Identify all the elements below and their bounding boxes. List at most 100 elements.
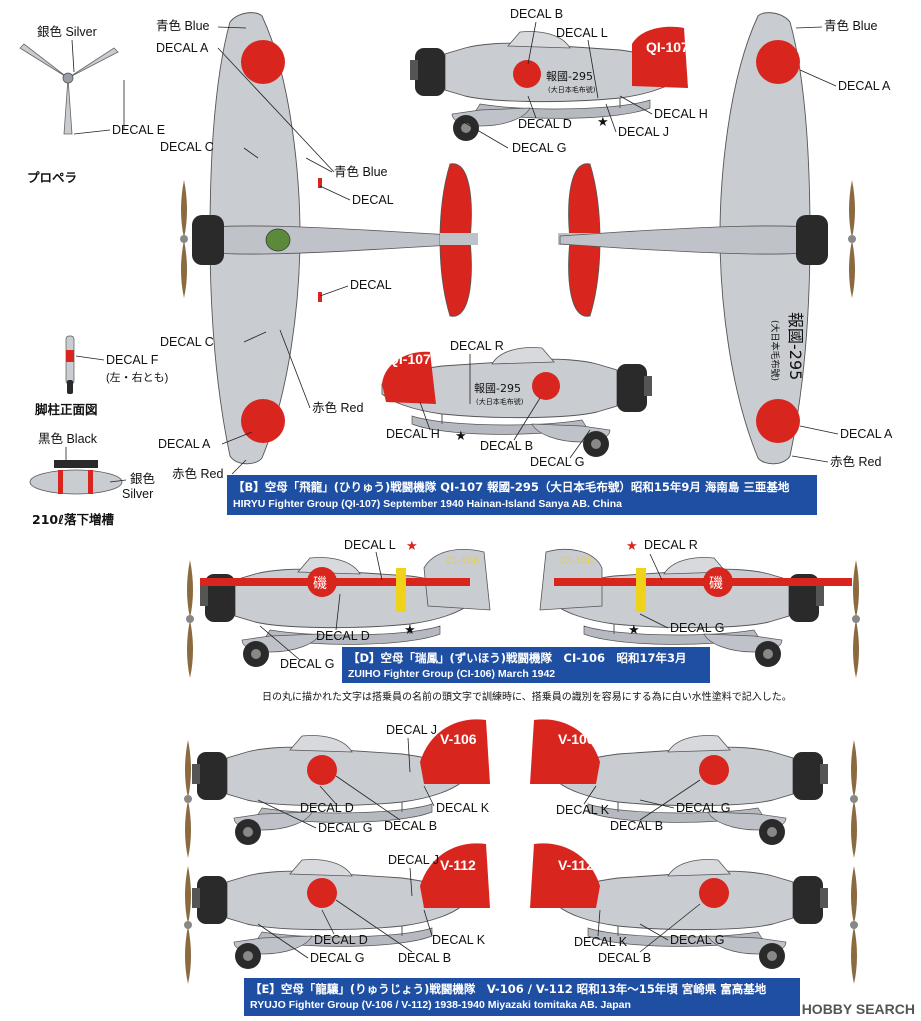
banner-b-en: HIRYU Fighter Group (QI-107) September 1… bbox=[233, 498, 622, 510]
d-yellow-band-left bbox=[396, 568, 406, 612]
b-red-label-left-2: 赤色 Red bbox=[172, 466, 223, 481]
e-v112-tail-left bbox=[420, 843, 490, 908]
b-code-upper: QI-107 bbox=[646, 39, 689, 55]
e-decal-g-4: DECAL G bbox=[670, 933, 724, 947]
star-icon: ★ bbox=[628, 623, 640, 638]
e-decal-b-3: DECAL B bbox=[398, 951, 451, 965]
e-decal-j-2: DECAL J bbox=[388, 853, 439, 867]
b-decal-b-upper: DECAL B bbox=[510, 7, 563, 21]
b-tail-left bbox=[439, 163, 478, 317]
b-top-view bbox=[180, 12, 471, 465]
b-hokoku-sub-lower: (大日本毛布號) bbox=[476, 397, 524, 406]
b-hokoku-lower: 報國-295 bbox=[474, 382, 521, 395]
e-v112-tail-right bbox=[530, 843, 600, 908]
e-decal-k-2: DECAL K bbox=[556, 803, 610, 817]
b-tail-fin-upper bbox=[632, 26, 688, 88]
note-text: 日の丸に描かれた文字は搭乗員の名前の頭文字で訓練時に、搭乗員の識別を容易にする為… bbox=[262, 692, 792, 703]
e-decal-g-2: DECAL G bbox=[676, 801, 730, 815]
b-blue-label-right: 青色 Blue bbox=[824, 18, 878, 33]
e-v112-code-left: V-112 bbox=[440, 857, 476, 873]
b-hinomaru-lower bbox=[532, 372, 560, 400]
propeller-label: プロペラ bbox=[27, 170, 77, 185]
d-iso-right: 磯 bbox=[709, 576, 723, 592]
d-decal-g-right: DECAL G bbox=[670, 621, 724, 635]
b-bottom-hokoku-sub: (大日本毛布號) bbox=[769, 320, 781, 381]
silver-label-2a: 銀色 bbox=[130, 471, 156, 486]
d-decal-r: DECAL R bbox=[644, 538, 698, 552]
banner-d-jp: 【D】空母「瑞鳳」(ずいほう)戦闘機隊 CI-106 昭和17年3月 bbox=[348, 651, 687, 665]
decal-f-label: DECAL F bbox=[106, 353, 159, 367]
silver-label-2b: Silver bbox=[122, 487, 153, 501]
b-code-lower: QI-107 bbox=[388, 351, 431, 367]
silver-label: 銀色 Silver bbox=[37, 24, 97, 39]
d-hinomaru-left bbox=[307, 567, 337, 597]
d-code-left: CI-106 bbox=[446, 555, 479, 567]
e-decal-b-1: DECAL B bbox=[384, 819, 437, 833]
b-red-label-left: 赤色 Red bbox=[312, 400, 363, 415]
gear-leg-detail bbox=[65, 335, 75, 394]
e-v112-hinomaru-right bbox=[699, 878, 729, 908]
b-blue-label-mid: 青色 Blue bbox=[334, 164, 388, 179]
b-bottom-view: 報國-295 (大日本毛布號) bbox=[559, 12, 856, 465]
d-hinomaru-right bbox=[703, 567, 733, 597]
banner-b-jp: 【B】空母「飛龍」(ひりゅう)戦闘機隊 QI-107 報國-295（大日本毛布號… bbox=[233, 480, 790, 494]
e-v112-code-right: V-112 bbox=[558, 857, 594, 873]
b-hinomaru-upper bbox=[513, 60, 541, 88]
b-decal-label-1: DECAL bbox=[352, 193, 394, 207]
star-icon: ★ bbox=[406, 539, 418, 554]
e-v106-code-right: V-106 bbox=[558, 731, 595, 747]
e-decal-b-2: DECAL B bbox=[610, 819, 663, 833]
drop-tank-detail bbox=[29, 460, 123, 495]
b-decal-a-top-right: DECAL A bbox=[838, 79, 891, 93]
b-decal-h-lower: DECAL H bbox=[386, 427, 440, 441]
b-decal-a-bottom-right: DECAL A bbox=[840, 427, 893, 441]
b-decal-a-bottom-left: DECAL A bbox=[158, 437, 211, 451]
star-icon: ★ bbox=[404, 623, 416, 638]
gear-front-view-label: 脚柱正面図 bbox=[35, 402, 98, 417]
d-iso-left: 磯 bbox=[313, 576, 327, 592]
banner-d-en: ZUIHO Fighter Group (CI-106) March 1942 bbox=[348, 668, 556, 680]
d-decal-d: DECAL D bbox=[316, 629, 370, 643]
e-decal-g-1: DECAL G bbox=[318, 821, 372, 835]
e-decal-d-1: DECAL D bbox=[300, 801, 354, 815]
e-decal-k-4: DECAL K bbox=[574, 935, 628, 949]
b-red-label-right: 赤色 Red bbox=[830, 454, 881, 469]
b-bottom-hokoku: 報國-295 bbox=[786, 312, 805, 380]
b-decal-c-bottom: DECAL C bbox=[160, 335, 214, 349]
banner-b: 【B】空母「飛龍」(ひりゅう)戦闘機隊 QI-107 報國-295（大日本毛布號… bbox=[227, 475, 817, 515]
b-decal-j-upper: DECAL J bbox=[618, 125, 669, 139]
b-decal-g-lower: DECAL G bbox=[530, 455, 584, 469]
e-decal-d-2: DECAL D bbox=[314, 933, 368, 947]
e-v112-hinomaru-left bbox=[307, 878, 337, 908]
drop-tank-label: 210ℓ落下増槽 bbox=[32, 512, 114, 527]
watermark: HOBBY SEARCH bbox=[801, 1001, 915, 1017]
star-icon: ★ bbox=[626, 539, 638, 554]
e-v106-code-left: V-106 bbox=[440, 731, 477, 747]
b-decal-g-upper: DECAL G bbox=[512, 141, 566, 155]
e-decal-g-3: DECAL G bbox=[310, 951, 364, 965]
banner-e-en: RYUJO Fighter Group (V-106 / V-112) 1938… bbox=[250, 999, 631, 1011]
e-decal-k-3: DECAL K bbox=[432, 933, 486, 947]
b-decal-l-upper: DECAL L bbox=[556, 26, 608, 40]
black-label: 黒色 Black bbox=[38, 431, 98, 446]
b-decal-r-lower: DECAL R bbox=[450, 339, 504, 353]
banner-d: 【D】空母「瑞鳳」(ずいほう)戦闘機隊 CI-106 昭和17年3月 ZUIHO… bbox=[342, 647, 710, 683]
b-decal-d-upper: DECAL D bbox=[518, 117, 572, 131]
star-icon: ★ bbox=[455, 429, 467, 444]
b-decal-a-top-left: DECAL A bbox=[156, 41, 209, 55]
e-decal-k-1: DECAL K bbox=[436, 801, 490, 815]
e-v106-right bbox=[557, 735, 829, 846]
b-decal-b-lower: DECAL B bbox=[480, 439, 533, 453]
e-decal-b-4: DECAL B bbox=[598, 951, 651, 965]
decal-f-note: (左・右とも) bbox=[106, 370, 168, 384]
d-decal-g-left: DECAL G bbox=[280, 657, 334, 671]
e-v106-tail-right bbox=[530, 719, 600, 784]
star-icon: ★ bbox=[597, 115, 609, 130]
e-v106-hinomaru-left bbox=[307, 755, 337, 785]
d-code-right: CI-106 bbox=[560, 555, 593, 567]
banner-e-jp: 【E】空母「龍驤」(りゅうじょう)戦闘機隊 V-106 / V-112 昭和13… bbox=[250, 982, 767, 996]
e-v106-tail-left bbox=[420, 719, 490, 784]
d-decal-l: DECAL L bbox=[344, 538, 396, 552]
d-yellow-band-right bbox=[636, 568, 646, 612]
